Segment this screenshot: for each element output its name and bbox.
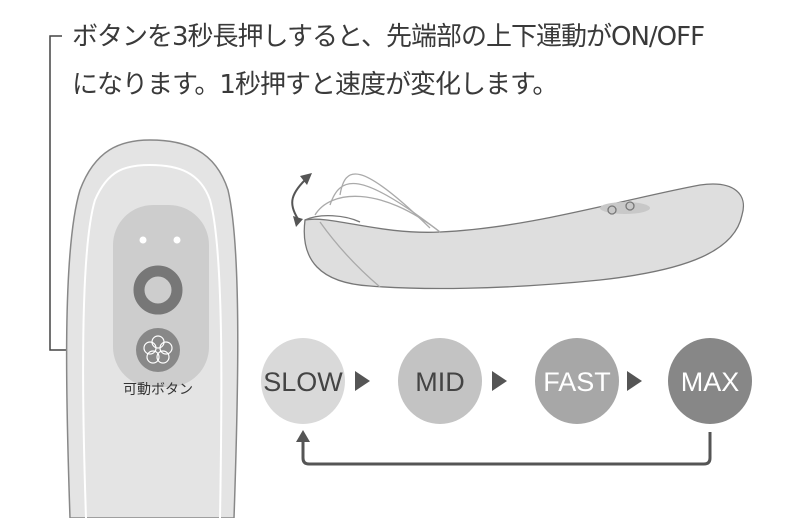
speed-level-fast-label: FAST xyxy=(543,367,611,397)
speed-level-max-label: MAX xyxy=(681,367,740,397)
return-arrow xyxy=(301,432,712,466)
device-side-view xyxy=(291,173,744,290)
movement-button[interactable] xyxy=(136,328,180,372)
speed-level-fast xyxy=(535,338,619,424)
control-panel xyxy=(113,205,209,387)
speed-level-slow xyxy=(261,338,345,424)
arrow-right-icon xyxy=(355,371,370,391)
instruction-line-2: になります。1秒押すと速度が変化します。 xyxy=(72,70,558,100)
up-down-arrow-icon xyxy=(291,179,306,223)
instruction-line-1: ボタンを3秒長押しすると、先端部の上下運動がON/OFF xyxy=(72,22,705,52)
device-front-view: 可動ボタン xyxy=(65,139,239,518)
speed-level-max xyxy=(668,338,752,424)
speed-level-mid xyxy=(398,338,482,424)
flower-icon xyxy=(143,335,173,364)
indicator-light xyxy=(173,236,181,244)
speed-level-mid-label: MID xyxy=(415,367,465,397)
speed-level-slow-label: SLOW xyxy=(263,367,343,397)
movement-button-label: 可動ボタン xyxy=(123,382,193,398)
arrow-right-icon xyxy=(627,371,642,391)
arrow-up-icon xyxy=(296,430,310,442)
arrow-right-icon xyxy=(492,371,507,391)
power-button-ring-icon[interactable] xyxy=(133,265,183,315)
speed-cycle: SLOW MID FAST MAX xyxy=(261,338,752,466)
indicator-light xyxy=(139,236,147,244)
